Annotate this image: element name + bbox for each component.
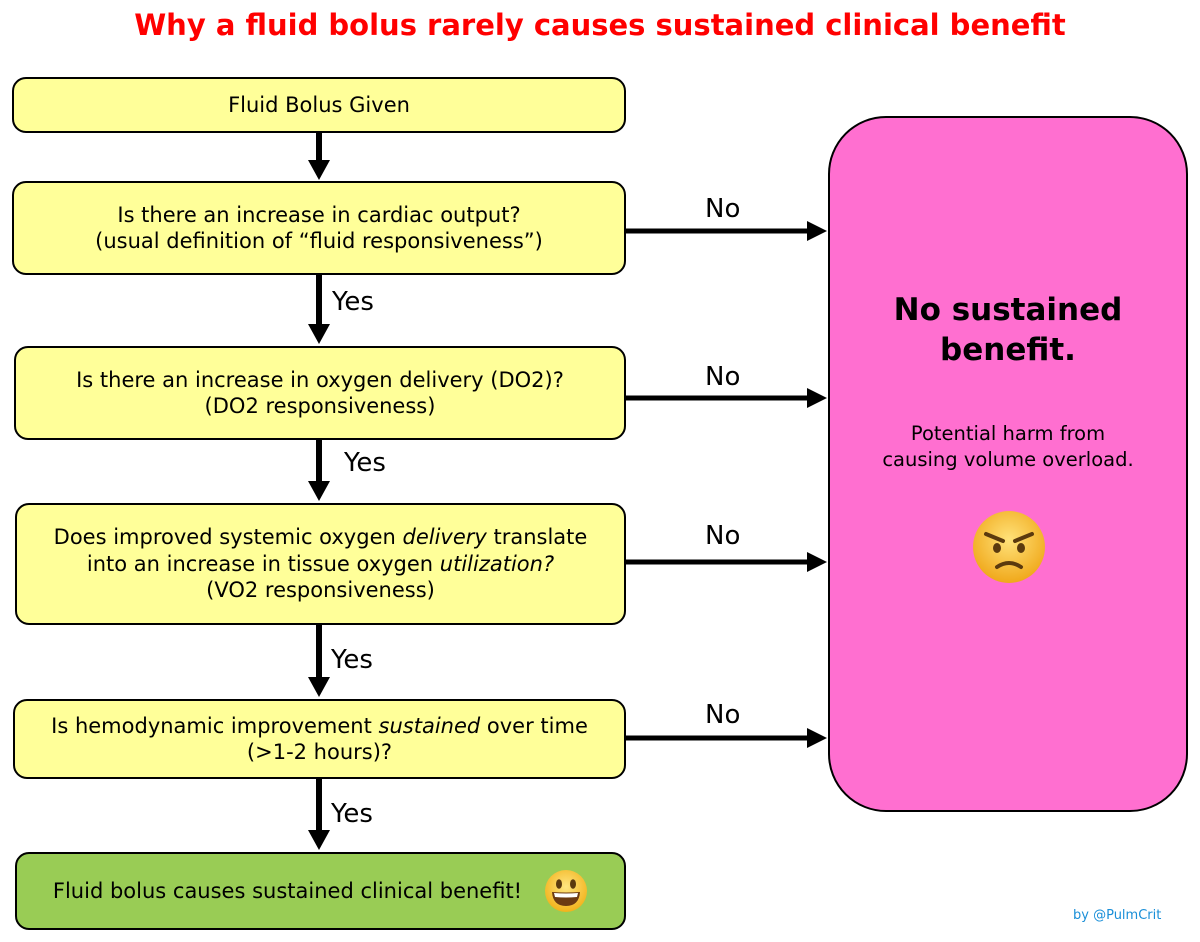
- outcome-negative-heading: No sustained benefit.: [893, 292, 1123, 369]
- outcome-positive-text: Fluid bolus causes sustained clinical be…: [52, 878, 523, 903]
- diagram-title: Why a fluid bolus rarely causes sustaine…: [134, 8, 1066, 42]
- step-text-line1: Does improved systemic oxygen delivery t…: [53, 525, 588, 550]
- outcome-positive: Fluid bolus causes sustained clinical be…: [15, 852, 626, 930]
- arrow-label-yes: Yes: [331, 799, 373, 829]
- step-oxygen-utilization: Does improved systemic oxygen delivery t…: [15, 503, 626, 625]
- step-sustained-improvement: Is hemodynamic improvement sustained ove…: [13, 699, 626, 779]
- smiling-face-icon: [544, 869, 588, 913]
- step-fluid-bolus-given: Fluid Bolus Given: [12, 77, 626, 133]
- arrow-label-no: No: [705, 194, 741, 224]
- step-text-line2: (>1-2 hours)?: [246, 740, 393, 764]
- step-text: Fluid Bolus Given: [228, 92, 410, 117]
- arrow-label-no: No: [705, 521, 741, 551]
- step-text-line2: into an increase in tissue oxygen utiliz…: [86, 551, 555, 576]
- arrow-label-yes: Yes: [344, 448, 386, 478]
- outcome-negative: No sustained benefit. Potential harm fro…: [828, 116, 1188, 812]
- step-text-line3: (VO2 responsiveness): [206, 578, 435, 603]
- step-text-line1: Is there an increase in oxygen delivery …: [76, 367, 564, 392]
- author-credit: by @PulmCrit: [1073, 908, 1162, 923]
- arrow-label-yes: Yes: [331, 645, 373, 675]
- step-text-line2: (DO2 responsiveness): [204, 394, 436, 418]
- step-text-line2: (usual definition of “fluid responsivene…: [95, 229, 543, 253]
- step-oxygen-delivery: Is there an increase in oxygen delivery …: [14, 346, 626, 440]
- step-text-line1: Is there an increase in cardiac output?: [117, 202, 521, 227]
- arrow-label-no: No: [705, 362, 741, 392]
- step-text-line1: Is hemodynamic improvement sustained ove…: [51, 713, 588, 738]
- angry-face-icon: [972, 510, 1046, 588]
- step-cardiac-output: Is there an increase in cardiac output? …: [12, 181, 626, 275]
- arrow-label-no: No: [705, 700, 741, 730]
- arrow-label-yes: Yes: [332, 287, 374, 317]
- outcome-negative-detail: Potential harm from causing volume overl…: [882, 422, 1134, 472]
